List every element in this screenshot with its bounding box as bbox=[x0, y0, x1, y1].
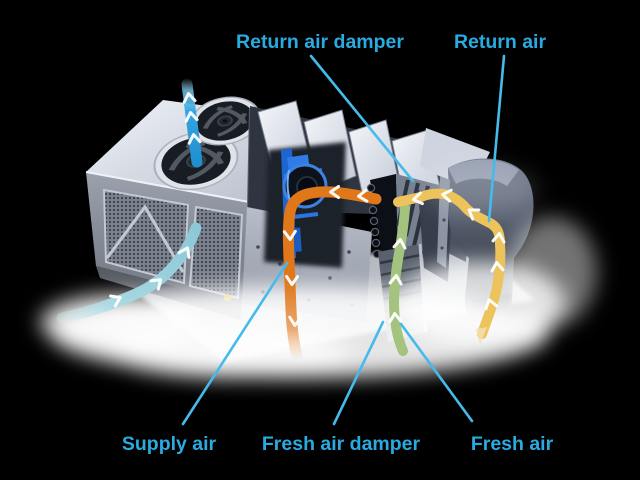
leader-fresh-air bbox=[399, 322, 474, 423]
label-fresh-air: Fresh air bbox=[471, 433, 554, 455]
outdoor-intake-arrow bbox=[56, 222, 202, 324]
label-return-air-damper: Return air damper bbox=[236, 31, 404, 53]
leader-return-air-damper bbox=[309, 54, 415, 183]
condenser-fan bbox=[189, 96, 261, 146]
leader-supply-air bbox=[181, 261, 289, 426]
return-air-arrow bbox=[393, 187, 507, 345]
leader-return-air bbox=[487, 54, 506, 223]
supply-air-arrow bbox=[282, 185, 382, 361]
label-fresh-air-damper: Fresh air damper bbox=[262, 433, 421, 455]
label-supply-air: Supply air bbox=[122, 433, 217, 455]
condenser-mesh-panel-left bbox=[102, 188, 190, 285]
airflow-arrows bbox=[56, 78, 507, 361]
top-edge-highlight bbox=[85, 171, 250, 203]
fresh-air-arrow bbox=[387, 203, 410, 356]
labels: Return air damper Return air Supply air … bbox=[122, 31, 554, 455]
label-return-air: Return air bbox=[454, 31, 547, 53]
leader-fresh-air-damper bbox=[332, 320, 385, 426]
return-arrow-tail bbox=[476, 327, 487, 345]
fan-exhaust-arrow bbox=[181, 78, 203, 168]
leader-lines bbox=[181, 54, 506, 426]
mesh-brace bbox=[105, 204, 185, 273]
condenser-mesh-panel-right bbox=[188, 205, 244, 300]
